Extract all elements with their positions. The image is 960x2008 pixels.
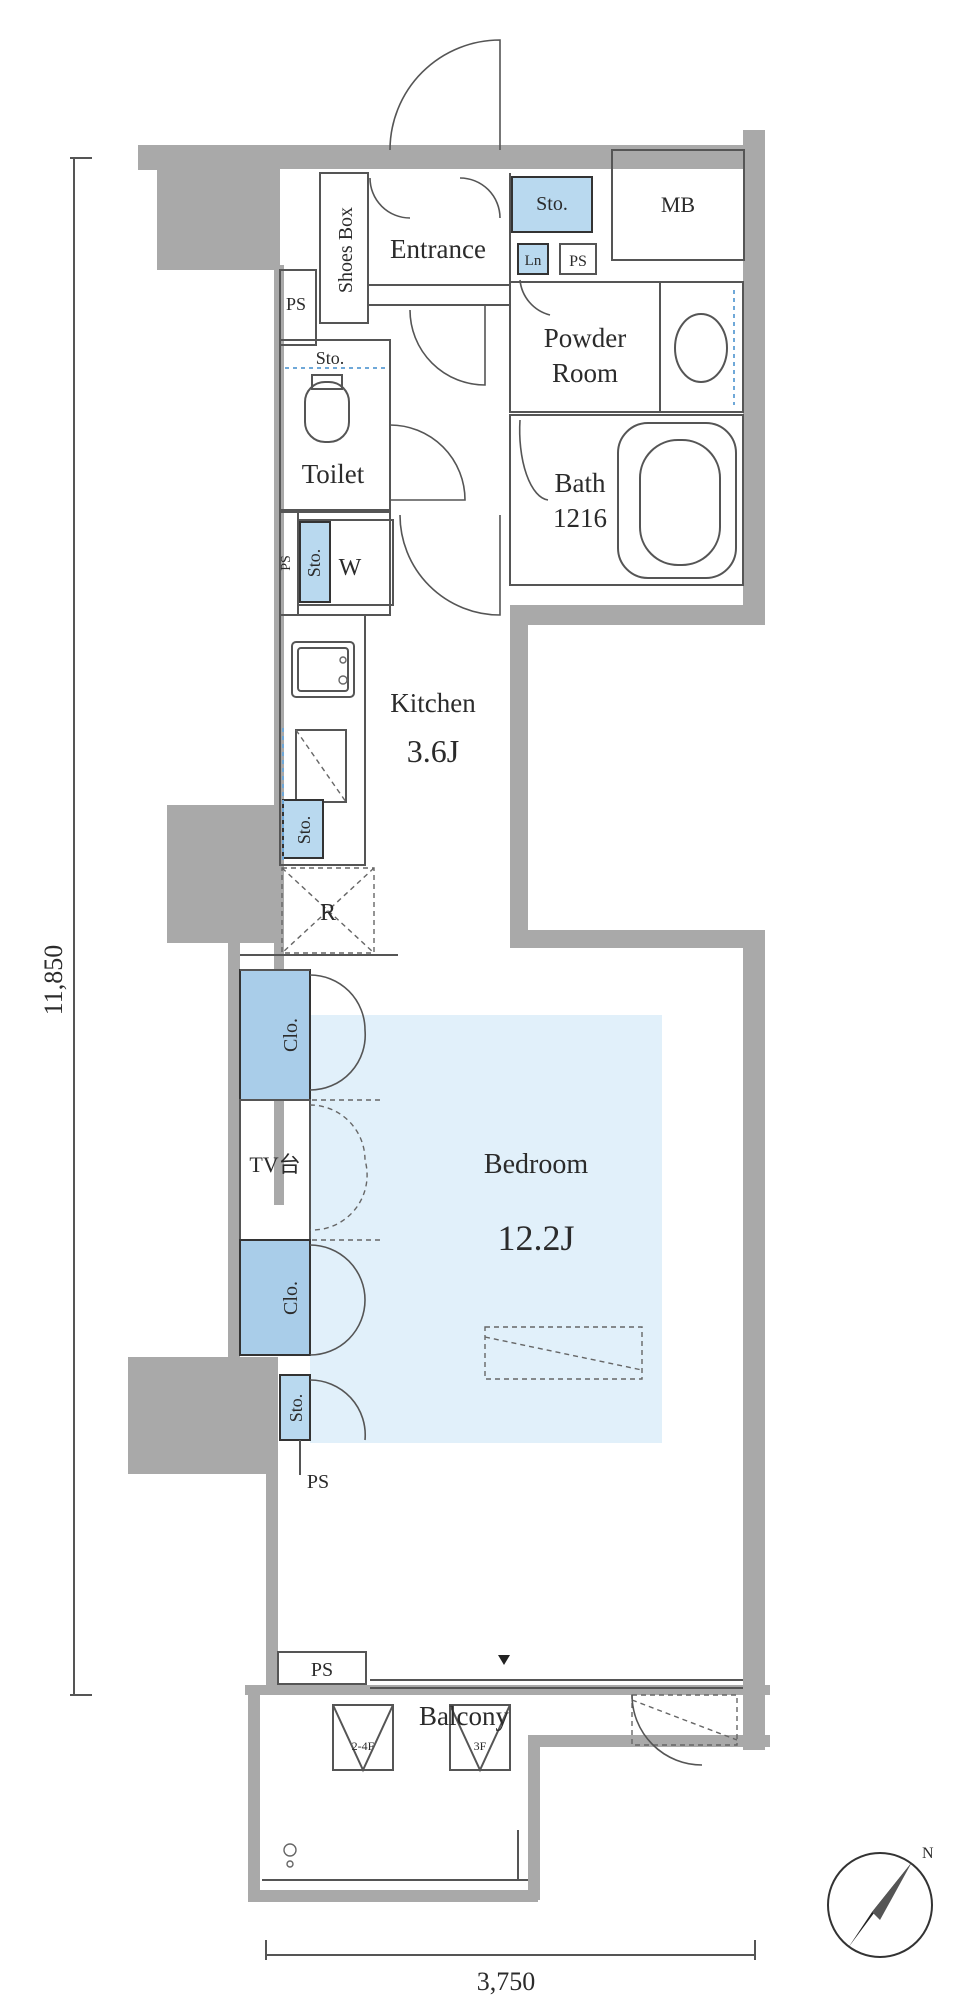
sto-w-label: Sto. [304, 549, 324, 578]
compass: N [827, 1845, 934, 1958]
washer-label: W [339, 555, 362, 581]
toilet-label: Toilet [302, 459, 365, 489]
kitchen-label: Kitchen [390, 688, 476, 718]
bedroom-label: Bedroom [484, 1149, 588, 1180]
sto-toilet-label: Sto. [316, 348, 345, 368]
interior-walls [239, 149, 745, 1881]
compass-north-label: N [922, 1845, 934, 1862]
closet-1-label: Clo. [280, 1018, 302, 1052]
tv-stand-label: TV台 [249, 1152, 300, 1177]
hatch-1-label: 2-4F [352, 1739, 375, 1753]
powder-room-label-line1: Powder [544, 323, 627, 353]
balcony-label: Balcony [419, 1701, 509, 1731]
ps-bedroom-label: PS [307, 1471, 329, 1493]
mb-label: MB [661, 192, 695, 217]
ps-w-label: PS [279, 555, 294, 571]
sto-bedroom-label: Sto. [286, 1394, 306, 1423]
hatch-2-label: 3F [474, 1739, 487, 1753]
sto-entrance-label: Sto. [536, 193, 568, 215]
bedroom-size-label: 12.2J [497, 1218, 574, 1258]
sto-kitchen-label: Sto. [294, 816, 314, 845]
dimension-lines [70, 157, 756, 1960]
shoes-box-label: Shoes Box [335, 207, 357, 293]
closet-2-label: Clo. [280, 1281, 302, 1315]
doors [309, 39, 703, 1766]
refrigerator-label: R [320, 900, 336, 926]
ln-label: Ln [525, 253, 542, 269]
ps-top-left-label: PS [286, 294, 306, 314]
bath-label: Bath [555, 468, 606, 498]
bedroom-floor-highlight [310, 1015, 662, 1443]
ps-balcony-label: PS [311, 1659, 333, 1681]
bath-size-label: 1216 [553, 503, 607, 533]
powder-room-label-line2: Room [552, 358, 618, 388]
dimension-height-label: 11,850 [39, 945, 68, 1016]
ps-top-right-label: PS [569, 253, 587, 270]
kitchen-size-label: 3.6J [407, 733, 459, 769]
entrance-label: Entrance [390, 234, 486, 264]
dimension-width-label: 3,750 [477, 1967, 536, 1996]
